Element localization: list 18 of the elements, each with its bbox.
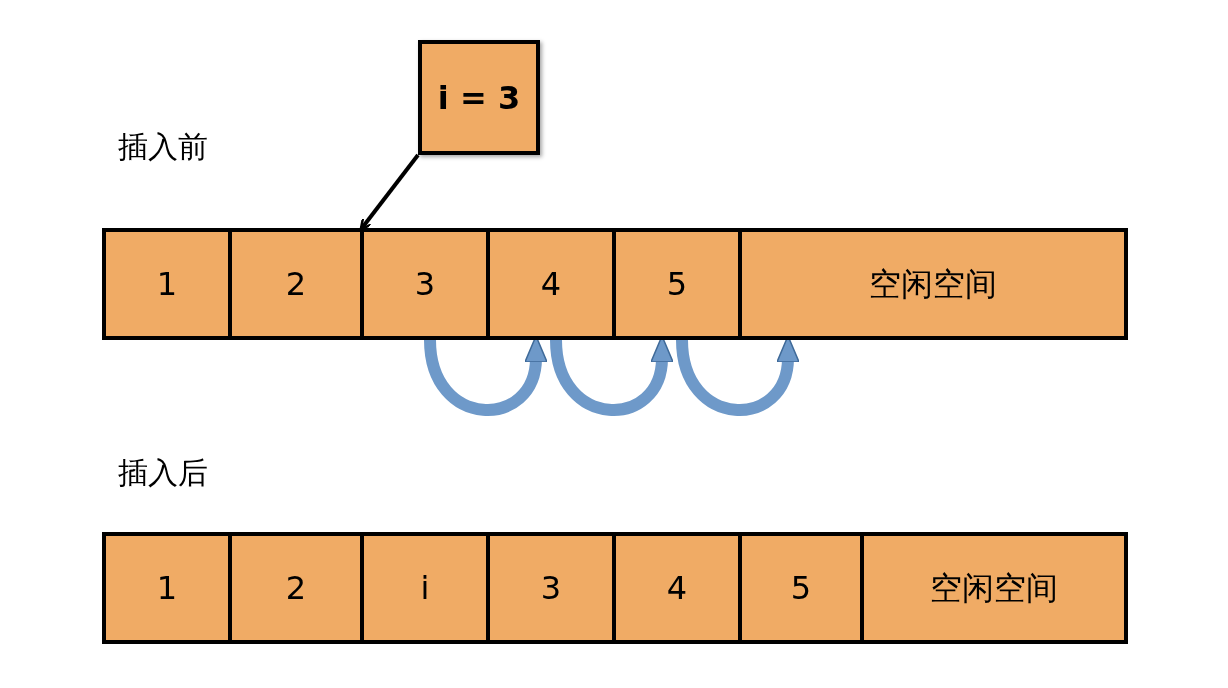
cell-text: 3 [414, 264, 436, 305]
cell-text: 3 [540, 568, 562, 609]
cell-text: 1 [156, 568, 178, 609]
cell-text: 空闲空间 [869, 264, 997, 305]
cell-text: 4 [666, 568, 688, 609]
arrow [359, 153, 420, 231]
cell-text: 5 [666, 264, 688, 305]
index-box [418, 40, 540, 155]
cell-text: 空闲空间 [930, 568, 1058, 609]
cell-text: 4 [540, 264, 562, 305]
cell-text: 5 [790, 568, 812, 609]
row-heading: 插入后 [118, 458, 208, 488]
cell-text: i [420, 568, 430, 609]
cell-text: 1 [156, 264, 178, 305]
row-heading: 插入前 [118, 132, 208, 162]
cell-text: i = 3 [437, 77, 521, 119]
cell-text: 2 [285, 264, 307, 305]
cell-text: 2 [285, 568, 307, 609]
